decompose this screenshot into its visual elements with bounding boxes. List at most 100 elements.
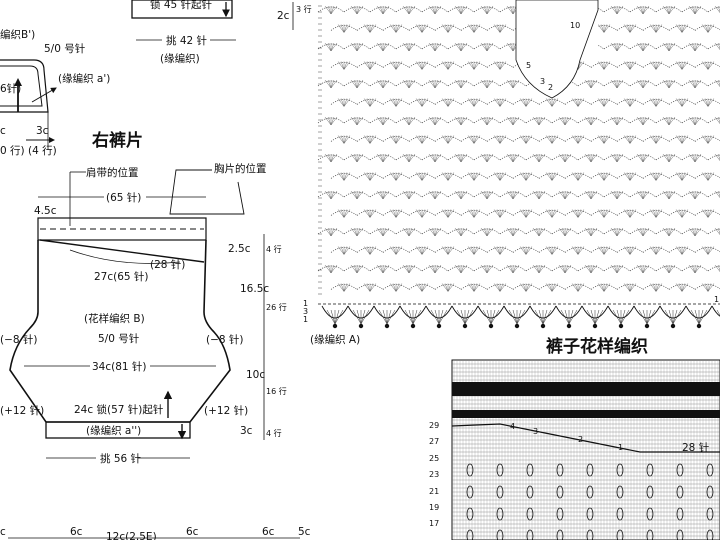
fan-rib: [691, 264, 696, 274]
fan-rib: [610, 227, 618, 237]
lace-fan: [577, 117, 605, 124]
fan-rib: [467, 61, 475, 70]
lace-fan: [590, 136, 618, 142]
fan-rib: [356, 264, 361, 274]
fan-rib: [532, 116, 540, 126]
fan-rib: [493, 172, 501, 181]
fan-rib: [343, 61, 348, 70]
fan-rib: [519, 246, 527, 255]
fan-rib: [324, 116, 332, 126]
lace-fan: [590, 284, 618, 290]
fan-rib: [447, 283, 455, 292]
fan-rib: [483, 190, 488, 200]
lace-fan: [694, 247, 720, 253]
fan-rib: [509, 190, 514, 200]
lace-fan: [395, 191, 423, 198]
fan-rib: [486, 227, 491, 237]
fan-rib: [324, 5, 332, 15]
fan-rib: [655, 61, 663, 70]
fan-rib: [681, 61, 689, 70]
fan-rib: [460, 227, 468, 237]
picot-dot: [566, 323, 572, 329]
fan-rib: [535, 153, 540, 163]
fan-rib: [447, 283, 452, 292]
fan-rib: [470, 98, 475, 107]
fan-rib: [431, 264, 436, 274]
fan-rib: [707, 61, 715, 70]
fan-rib: [330, 79, 335, 89]
scallop-rib: [438, 309, 444, 325]
lace-fan: [603, 265, 631, 272]
fan-rib: [561, 227, 566, 237]
pattern-motif: [466, 529, 474, 540]
fan-rib: [655, 135, 660, 144]
fan-rib: [616, 153, 621, 163]
fan-rib: [662, 264, 670, 274]
fan-rib: [584, 264, 592, 274]
fan-rib: [655, 283, 663, 292]
fan-rib: [499, 283, 507, 292]
fan-rib: [714, 264, 720, 272]
fan-rib: [616, 264, 624, 274]
fan-rib: [493, 61, 501, 70]
fan-rib: [356, 227, 364, 237]
fan-rib: [343, 61, 351, 70]
fan-rib: [353, 5, 358, 15]
lace-fan: [629, 6, 657, 13]
fan-rib: [694, 42, 702, 52]
fan-rib: [460, 264, 465, 274]
fan-rib: [681, 246, 689, 255]
row-17: 17: [429, 519, 439, 528]
fan-rib: [707, 283, 712, 292]
count-65: (65 针): [106, 191, 141, 204]
fan-rib: [369, 135, 377, 144]
fan-rib: [356, 190, 361, 200]
scallop-rib: [616, 309, 622, 325]
fan-rib: [343, 24, 348, 33]
fan-rib: [574, 98, 579, 107]
fan-rib: [538, 153, 546, 163]
fan-rib: [337, 246, 345, 255]
scallop-rib: [698, 309, 708, 325]
lace-fan: [460, 210, 488, 216]
fan-rib: [558, 227, 566, 237]
scallop-rib: [542, 309, 548, 325]
lace-fan: [551, 154, 579, 161]
fan-rib: [376, 116, 384, 126]
lace-fan: [668, 62, 696, 68]
fan-rib: [473, 209, 481, 218]
fan-rib: [545, 246, 553, 255]
fan-rib: [681, 24, 689, 33]
fan-rib: [571, 98, 579, 107]
fan-rib: [558, 116, 566, 126]
fan-rib: [382, 227, 390, 237]
fan-rib: [616, 79, 624, 89]
mark-10: 10: [570, 21, 580, 30]
fan-rib: [603, 135, 611, 144]
fan-rib: [431, 227, 436, 237]
lace-fan: [317, 228, 345, 235]
fan-rib: [564, 116, 572, 126]
scallop-rib: [694, 309, 700, 325]
lace-fan: [707, 80, 720, 87]
fan-rib: [678, 98, 683, 107]
fan-rib: [418, 172, 423, 181]
fan-rib: [694, 227, 699, 237]
scallop-rib: [430, 309, 440, 325]
fan-rib: [408, 79, 413, 89]
fan-rib: [642, 227, 650, 237]
dark-band-2: [452, 410, 720, 418]
fan-rib: [480, 79, 488, 89]
scallop-rib: [334, 309, 344, 325]
fan-rib: [548, 209, 553, 218]
fan-rib: [382, 5, 387, 15]
fan-rib: [337, 172, 345, 181]
pattern-motif: [706, 507, 714, 521]
picot-dot: [540, 323, 546, 329]
lace-fan: [525, 154, 553, 161]
pattern-motif: [496, 507, 504, 521]
fan-rib: [499, 209, 507, 218]
fan-rib: [382, 116, 387, 126]
pattern-motif: [616, 463, 624, 477]
fan-rib: [363, 283, 371, 292]
